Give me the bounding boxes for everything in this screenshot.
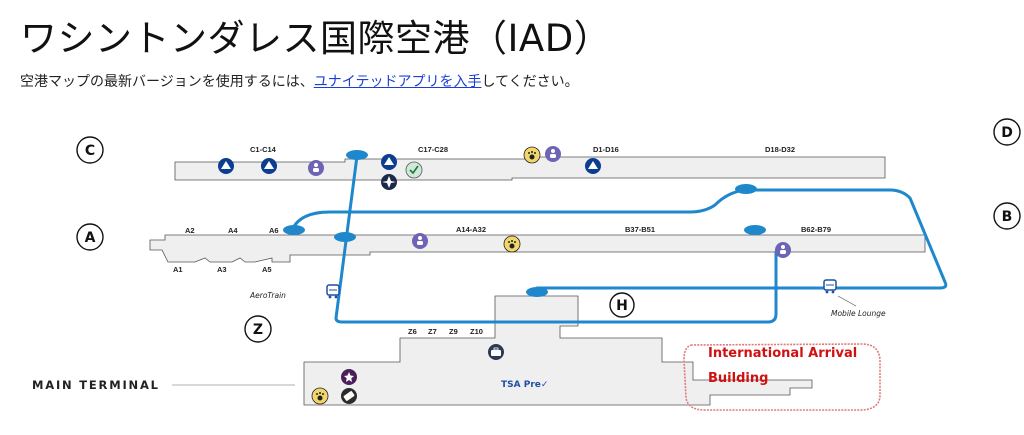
- station-d: [735, 184, 757, 194]
- family-restroom-icon[interactable]: [308, 160, 324, 176]
- international-arrival-highlight: [683, 343, 881, 411]
- concourse-a-marker[interactable]: [76, 223, 104, 251]
- family-restroom-icon[interactable]: [775, 242, 791, 258]
- gate-z10: Z10: [470, 327, 483, 336]
- concourse-z-label: Z: [253, 322, 263, 338]
- mobile-lounge-label: Mobile Lounge: [831, 309, 886, 318]
- concourse-c-label: C: [85, 143, 95, 159]
- concourse-b-marker[interactable]: [993, 202, 1021, 230]
- gate-labels: C1-C14 C17-C28 D1-D16 D18-D32 A14-A32 B3…: [173, 145, 831, 336]
- tsa-precheck-label: TSA Pre✓: [501, 380, 548, 390]
- mobile-lounge-line-b: [535, 188, 948, 290]
- gate-range-b62-b79: B62-B79: [801, 225, 831, 234]
- gate-z6: Z6: [408, 327, 417, 336]
- gate-range-a14-a32: A14-A32: [456, 225, 486, 234]
- station-a6: [283, 225, 305, 235]
- subtitle-suffix: してください。: [481, 74, 579, 90]
- mobile-lounge-line-a: [290, 188, 747, 232]
- transit-routes: [290, 154, 948, 324]
- concourse-d-label: D: [1001, 125, 1013, 141]
- gate-range-b37-b51: B37-B51: [625, 225, 655, 234]
- concourse-h-label: H: [616, 298, 628, 314]
- international-arrival-building-label: Building: [708, 371, 768, 386]
- gate-range-c17-c28: C17-C28: [418, 145, 448, 154]
- international-arrival-label: International Arrival: [708, 346, 857, 361]
- main-terminal-label: MAIN TERMINAL: [32, 378, 160, 392]
- aerotrain-bus-icon: [326, 284, 340, 299]
- concourse-h-marker[interactable]: [609, 292, 635, 318]
- station-a: [334, 232, 356, 242]
- family-restroom-icons: [308, 146, 791, 258]
- gate-a3: A3: [217, 265, 227, 274]
- concourse-a-label: A: [85, 230, 96, 246]
- concourse-z-marker[interactable]: [244, 315, 272, 343]
- united-club-icon[interactable]: [261, 158, 277, 174]
- gate-a5: A5: [262, 265, 272, 274]
- concourse-c-marker[interactable]: [76, 136, 104, 164]
- concourse-cd-building: [174, 156, 886, 181]
- mobile-lounge-bus-icon: [823, 279, 837, 294]
- aerotrain-line: [334, 154, 778, 324]
- premier-star-icon[interactable]: [341, 369, 357, 385]
- gate-range-d18-d32: D18-D32: [765, 145, 795, 154]
- concourse-d-marker[interactable]: [993, 118, 1021, 146]
- gate-a6: A6: [269, 226, 279, 235]
- family-restroom-icon[interactable]: [545, 146, 561, 162]
- mobile-lounge-leader: [837, 295, 857, 307]
- polaris-lounge-icon[interactable]: [381, 174, 397, 190]
- gate-a2: A2: [185, 226, 195, 235]
- united-club-icon[interactable]: [218, 158, 234, 174]
- concourse-b-label: B: [1002, 209, 1013, 225]
- ticket-icon[interactable]: [341, 388, 357, 404]
- station-c: [346, 150, 368, 160]
- baggage-icon[interactable]: [488, 344, 504, 360]
- gate-z9: Z9: [449, 327, 458, 336]
- checkin-check-icon[interactable]: [405, 161, 423, 179]
- concourse-letters: C D A B Z H: [76, 118, 1021, 343]
- paw-icon[interactable]: [311, 387, 329, 405]
- united-club-icons: [218, 154, 601, 174]
- page-title: ワシントンダレス国際空港（IAD）: [20, 17, 612, 60]
- paw-icon[interactable]: [503, 235, 521, 253]
- united-club-icon[interactable]: [585, 158, 601, 174]
- gate-a4: A4: [228, 226, 238, 235]
- family-restroom-icon[interactable]: [412, 233, 428, 249]
- gate-a1: A1: [173, 265, 183, 274]
- aerotrain-label: AeroTrain: [249, 291, 286, 300]
- station-main: [526, 287, 548, 297]
- gate-range-c1-c14: C1-C14: [250, 145, 277, 154]
- train-stations: [283, 150, 766, 297]
- concourse-ab-building: [149, 234, 926, 263]
- united-club-icon[interactable]: [381, 154, 397, 170]
- subtitle-prefix: 空港マップの最新バージョンを使用するには、: [20, 74, 314, 90]
- station-b: [744, 225, 766, 235]
- pet-relief-icons: [311, 146, 541, 405]
- paw-icon[interactable]: [523, 146, 541, 164]
- page-subtitle: 空港マップの最新バージョンを使用するには、ユナイテッドアプリを入手してください。: [20, 71, 579, 91]
- gate-range-d1-d16: D1-D16: [593, 145, 619, 154]
- get-united-app-link[interactable]: ユナイテッドアプリを入手: [313, 74, 482, 90]
- gate-z7: Z7: [428, 327, 437, 336]
